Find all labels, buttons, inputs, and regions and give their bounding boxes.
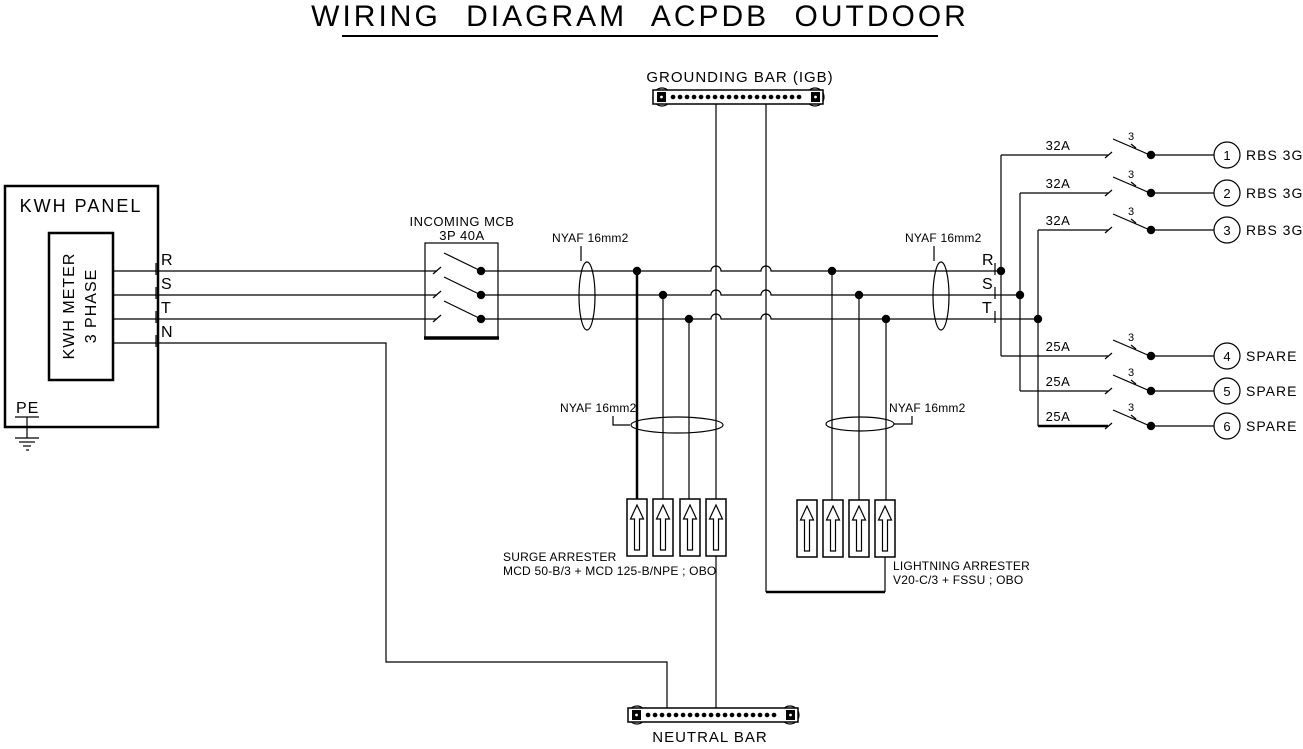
outgoing-circuit-5: 25A 3 5 SPARE (1020, 367, 1297, 405)
circuit-name-label: SPARE (1246, 383, 1297, 399)
incoming-mcb-box (424, 242, 499, 339)
circuit-name-label: SPARE (1246, 348, 1297, 364)
circuit-number: 2 (1223, 186, 1230, 201)
phase-label-n-left: N (161, 324, 174, 341)
surge-arrester-modules (626, 498, 727, 557)
bus-wire-t-out (481, 313, 1038, 320)
circuit-rating-label: 25A (1046, 339, 1071, 354)
phase-label-t-left: T (161, 300, 172, 317)
grounding-bar: GROUNDING BAR (IGB) (646, 69, 833, 107)
circuit-number-badge (1213, 412, 1241, 440)
circuit-number: 3 (1223, 223, 1230, 238)
outgoing-circuit-2: 32A 3 2 RBS 3G (1020, 169, 1303, 207)
neutral-bar: NEUTRAL BAR (627, 705, 800, 746)
arrow-up-icon (655, 503, 671, 551)
outgoing-circuit-1: 32A 3 1 RBS 3G (1001, 131, 1303, 169)
cable-size-label-surge: NYAF 16mm2 (560, 401, 637, 415)
incoming-mcb: INCOMING MCB 3P 40A (410, 214, 515, 340)
arrow-up-icon (708, 503, 724, 551)
incoming-mcb-label: INCOMING MCB (410, 214, 515, 229)
outgoing-circuit-3: 32A 3 3 RBS 3G (1038, 206, 1303, 244)
bus-wire-s-out (481, 289, 1020, 296)
cable-marker-incoming: NYAF 16mm2 (552, 231, 629, 331)
circuit-number-badge (1213, 216, 1241, 244)
surge-arrester: NYAF 16mm2 SURGE ARRESTER MCD 50-B/3 + M… (503, 266, 727, 708)
diagram-title: WIRING DIAGRAM ACPDB OUTDOOR (311, 0, 969, 33)
circuit-number-badge (1213, 342, 1241, 370)
phase-label-s-left: S (161, 276, 173, 293)
grounding-bar-label: GROUNDING BAR (IGB) (646, 69, 833, 86)
mcb-switch-poles (432, 252, 486, 324)
kwh-panel: KWH PANEL KWH METER 3 PHASE PE (3, 184, 160, 451)
cable-marker-surge: NYAF 16mm2 (560, 401, 724, 434)
cable-size-label-lightning: NYAF 16mm2 (889, 401, 966, 415)
earth-ground-symbol (15, 416, 39, 451)
circuit-number-badge (1213, 179, 1241, 207)
arrow-up-icon (682, 503, 698, 551)
circuit-number: 6 (1223, 419, 1230, 434)
lightning-arrester: NYAF 16mm2 LIGHTNING ARRESTER V20-C/3 + … (766, 266, 1030, 594)
surge-arrester-model: MCD 50-B/3 + MCD 125-B/NPE ; OBO (503, 564, 716, 578)
feeder-risers (996, 155, 1043, 426)
circuit-rating-label: 25A (1046, 374, 1071, 389)
pole-count-label: 3 (1128, 169, 1134, 181)
arrow-up-icon (877, 504, 893, 552)
kwh-meter-box (47, 231, 115, 382)
lightning-arrester-name: LIGHTNING ARRESTER (893, 559, 1030, 573)
pole-count-label: 3 (1128, 402, 1134, 414)
kwh-panel-label: KWH PANEL (20, 196, 143, 216)
arrow-up-icon (851, 504, 867, 552)
pole-count-label: 3 (1128, 206, 1134, 218)
circuit-name-label: RBS 3G (1246, 222, 1303, 238)
arrow-up-icon (799, 504, 815, 552)
bus-wires (113, 265, 1038, 708)
arrow-up-icon (629, 503, 645, 551)
lightning-arrester-model: V20-C/3 + FSSU ; OBO (893, 573, 1023, 587)
circuit-number: 4 (1223, 349, 1230, 364)
outgoing-circuit-4: 25A 3 4 SPARE (1001, 332, 1297, 370)
phase-labels-right: R S T (982, 252, 996, 323)
circuit-name-label: RBS 3G (1246, 147, 1303, 163)
cable-size-label-outgoing: NYAF 16mm2 (905, 231, 982, 245)
neutral-wire (113, 342, 668, 708)
circuit-number: 1 (1223, 148, 1230, 163)
surge-arrester-name: SURGE ARRESTER (503, 550, 617, 564)
phase-labels-left: R S T N (155, 252, 174, 347)
circuit-number-badge (1213, 141, 1241, 169)
pe-label: PE (16, 400, 39, 417)
kwh-panel-box (3, 184, 160, 429)
kwh-meter-label: KWH METER (61, 253, 78, 360)
pole-count-label: 3 (1128, 367, 1134, 379)
arrow-up-icon (825, 504, 841, 552)
circuit-name-label: RBS 3G (1246, 185, 1303, 201)
pole-count-label: 3 (1128, 131, 1134, 143)
circuit-name-label: SPARE (1246, 418, 1297, 434)
circuit-number-badge (1213, 377, 1241, 405)
outgoing-circuit-6: 25A 3 6 SPARE (1038, 402, 1297, 440)
cable-size-label-incoming: NYAF 16mm2 (552, 231, 629, 245)
lightning-arrester-modules (796, 499, 896, 558)
neutral-bar-label: NEUTRAL BAR (652, 729, 767, 746)
circuit-rating-label: 32A (1046, 176, 1071, 191)
circuit-rating-label: 32A (1046, 213, 1071, 228)
phase-label-t-right: T (982, 300, 993, 317)
incoming-mcb-rating: 3P 40A (439, 228, 484, 243)
phase-label-r-right: R (982, 252, 995, 269)
circuit-rating-label: 32A (1046, 138, 1071, 153)
pole-count-label: 3 (1128, 332, 1134, 344)
circuit-number: 5 (1223, 384, 1230, 399)
cable-marker-outgoing: NYAF 16mm2 (905, 231, 982, 331)
phase-label-s-right: S (982, 276, 994, 293)
kwh-meter-phase-label: 3 PHASE (83, 269, 100, 344)
phase-label-r-left: R (161, 252, 174, 269)
cable-marker-lightning: NYAF 16mm2 (825, 401, 966, 432)
circuit-breaker-switch (1104, 213, 1156, 235)
bus-wire-r-out (481, 265, 1001, 272)
circuit-rating-label: 25A (1046, 409, 1071, 424)
